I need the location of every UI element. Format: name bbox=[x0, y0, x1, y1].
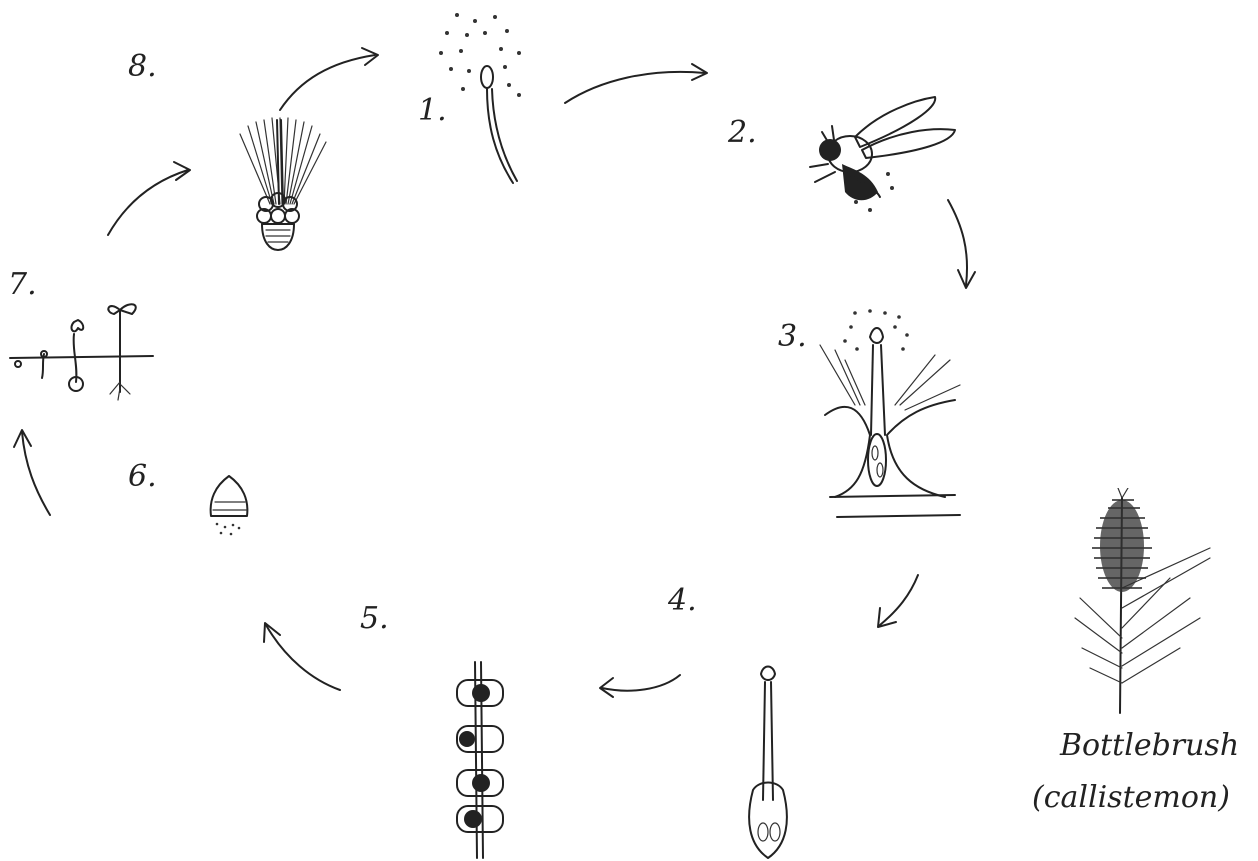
seed-capsules-stem-icon bbox=[445, 660, 515, 860]
pollen-stamen-icon bbox=[435, 5, 535, 195]
plant-scientific-name: (callistemon) bbox=[1032, 780, 1230, 816]
pistil-cross-section-icon bbox=[735, 660, 805, 860]
seedlings-icon bbox=[8, 298, 158, 408]
arrow-4-to-5 bbox=[600, 675, 680, 697]
step-7-number: 7. bbox=[8, 270, 37, 300]
arrow-5-to-6 bbox=[264, 623, 340, 690]
plant-common-name: Bottlebrush bbox=[1060, 728, 1239, 764]
mature-flower-icon bbox=[220, 112, 340, 262]
arrow-6-to-7 bbox=[14, 430, 50, 515]
bee-icon bbox=[800, 92, 960, 222]
seed-capsule-icon bbox=[205, 472, 255, 542]
step-2-number: 2. bbox=[728, 118, 757, 148]
arrow-3-to-4 bbox=[878, 575, 918, 627]
arrow-7-to-8 bbox=[108, 162, 190, 235]
step-4-number: 4. bbox=[668, 586, 697, 616]
step-8-number: 8. bbox=[128, 52, 157, 82]
step-5-number: 5. bbox=[360, 604, 389, 634]
arrow-8-to-1 bbox=[280, 48, 378, 110]
step-3-number: 3. bbox=[778, 322, 807, 352]
bottlebrush-plant-icon bbox=[1060, 488, 1220, 718]
arrow-1-to-2 bbox=[565, 64, 707, 103]
flower-pollination-icon bbox=[815, 305, 965, 525]
step-6-number: 6. bbox=[128, 462, 157, 492]
